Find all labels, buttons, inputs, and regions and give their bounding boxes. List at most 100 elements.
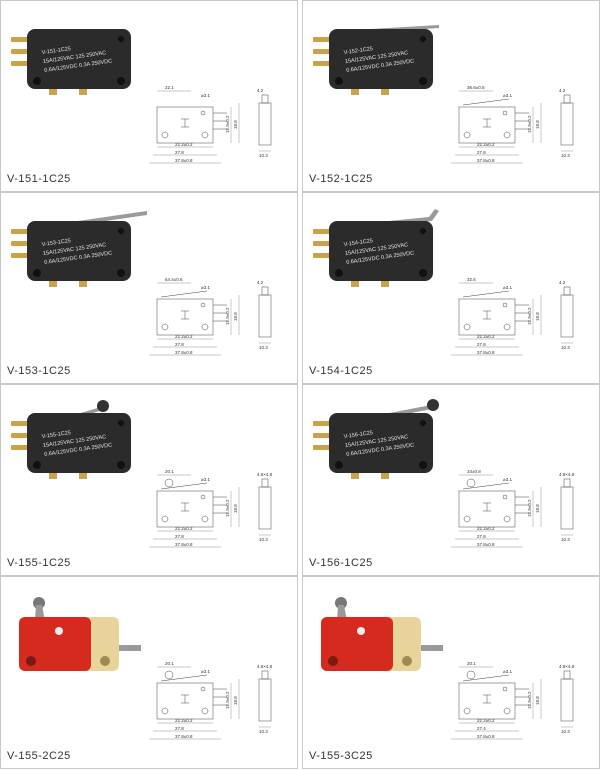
outline-hole [503,323,511,331]
dim-hole: ⌀3.1 [503,477,512,482]
dim-width: 27.8 [477,534,486,539]
dim-height: 18.8 [535,504,540,513]
outline-roller [164,670,174,680]
dim-side-height: 4.2 [559,88,566,93]
dim-side-width: 10.3 [561,345,570,350]
terminal [49,473,57,479]
mount-hole [335,461,343,469]
dim-hole: ⌀3.1 [503,285,512,290]
dim-side-height: 4.8×4.8 [257,664,273,669]
outline-hole [503,131,511,139]
terminal [11,49,29,54]
dim-hole: ⌀3.1 [201,669,210,674]
side-view [258,102,272,146]
side-view-actuator [563,478,571,488]
outline-hole [161,707,169,715]
model-label: V-155-3C25 [309,750,373,762]
switch-body [27,221,131,281]
body-marking: V-155-1C25 [41,430,71,440]
terminal [79,89,87,95]
dim-width: 22.2±0.2 [175,334,193,339]
mount-hole [419,77,427,85]
dim-height: 18.8 [233,312,238,321]
mount-hole [117,77,125,85]
outline-lever [160,674,208,682]
mount-hole [335,269,343,277]
dim-top: 36.6±0.5 [467,85,485,90]
body-marking: V-156-1C25 [343,430,373,440]
dim-width: 27.8 [175,726,184,731]
dim-top: 20.1 [165,469,174,474]
dim-width: 27.8 [477,342,486,347]
dim-width: 22.2±0.2 [175,526,193,531]
mount-hole [117,269,125,277]
dim-side-width: 10.3 [259,153,268,158]
dim-width: 22.2±0.2 [175,718,193,723]
terminal [119,645,141,651]
outline-body [156,298,214,336]
dim-side-height: 4.8×4.8 [257,472,273,477]
outline-hole [161,515,169,523]
dim-width: 22.2±0.2 [477,142,495,147]
outline-hole [161,323,169,331]
switch-body [321,617,393,671]
terminal [11,433,29,438]
dim-top: 20.1 [165,661,174,666]
dim-side-width: 10.3 [259,345,268,350]
terminal [49,281,57,287]
outline-lever [462,674,510,682]
terminal [313,61,331,66]
dim-width: 22.2±0.2 [477,334,495,339]
model-label: V-154-1C25 [309,365,373,377]
outline-hole [463,131,471,139]
dim-height: 15.9±0.2 [225,691,230,709]
terminal [313,49,331,54]
mount-hole [118,36,124,42]
switch-body [329,221,433,281]
outline-lever [462,482,510,490]
dim-width: 22.2±0.2 [175,142,193,147]
dim-width: 27.8 [175,342,184,347]
dim-width: 37.8±0.8 [175,158,193,163]
mount-hole [33,269,41,277]
body-marking: V-151-1C25 [41,46,71,56]
outline-hole [201,131,209,139]
outline-body [156,682,214,720]
terminal [11,421,29,426]
terminal [11,253,29,258]
dim-height: 15.9±0.2 [527,307,532,325]
dim-height: 18.8 [233,696,238,705]
contact-symbol [483,310,491,320]
side-view [560,294,574,338]
switch-body [27,29,131,89]
contact-symbol [181,118,189,128]
terminal [313,445,331,450]
model-label: V-153-1C25 [7,365,71,377]
dim-width: 37.8±0.8 [477,542,495,547]
contact-symbol [181,502,189,512]
mount-hole [117,461,125,469]
dim-height: 15.9±0.2 [527,115,532,133]
dim-width: 27.8 [175,534,184,539]
contact-symbol [483,694,491,704]
roller-wheel [427,399,439,411]
body-marking: V-152-1C25 [343,46,373,56]
dim-top: 22.1 [165,85,174,90]
dim-width: 27.8 [175,150,184,155]
model-label: V-156-1C25 [309,557,373,569]
side-view-actuator [563,286,571,296]
outline-hole [201,323,209,331]
outline-hole [503,515,511,523]
dim-width: 37.8±0.8 [175,350,193,355]
terminal [381,281,389,287]
switch-body [329,29,433,89]
outline-roller [466,478,476,488]
outline-hole [502,686,508,692]
